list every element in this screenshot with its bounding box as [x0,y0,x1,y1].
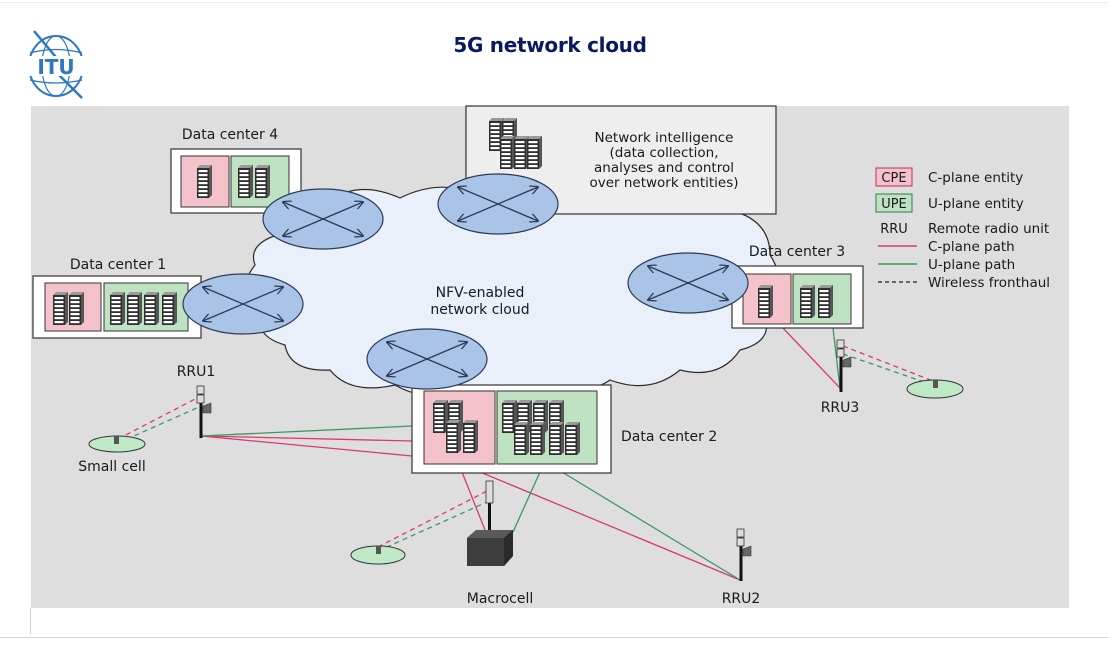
small-cell-3 [906,379,964,399]
data-center-3: Data center 3 [731,244,864,329]
data-center-4: Data center 4 [170,127,302,214]
data-center-2: Data center 2 [411,384,717,474]
fronthaul-u-rru3 [842,353,934,386]
u-path-dc2-rru1 [200,425,413,437]
legend-cpe-swatch [875,167,913,187]
top-divider [0,2,1108,3]
itu-logo: ITU [28,30,84,99]
c-path-dc3-rru3 [782,327,841,389]
legend-fronthaul-label: Wireless fronthaul [928,275,1050,291]
c-path-dc2-macrocell [461,471,486,531]
fronthaul-c-rru1 [117,396,200,440]
legend: CPE C-plane entity UPE U-plane entity RR… [875,167,1050,291]
switch-dc4 [263,189,383,249]
fronthaul-c-rru3 [842,345,934,382]
legend-rru-key: RRU [880,222,908,237]
network-intelligence-box: Network intelligence (data collection, a… [465,105,777,215]
legend-upe-label: U-plane entity [928,196,1024,212]
data-center-1-label: Data center 1 [70,257,166,273]
switch-dc3 [628,253,748,313]
rru3-label: RRU3 [821,400,860,416]
small-cell-label: Small cell [78,459,145,475]
c-path-rru1-dc2 [200,435,413,457]
legend-c-plane-label: C-plane path [928,239,1015,255]
switch-dc2 [367,329,487,389]
data-center-2-label: Data center 2 [621,429,717,445]
wireless-fronthaul-links [117,345,934,552]
rru1-label: RRU1 [177,364,216,380]
fronthaul-c-macro [377,490,488,548]
ni-line1: Network intelligence [595,130,734,146]
logo-text: ITU [37,55,74,79]
data-center-3-label: Data center 3 [749,244,845,260]
ni-line3: analyses and control [594,160,734,176]
c-path-dc2-rru1 [200,435,413,442]
u-path-dc2-rru2 [561,471,741,581]
rru2-label: RRU2 [722,591,761,607]
legend-cpe-key: CPE [881,171,906,186]
legend-upe-swatch [875,193,913,213]
cloud-label-line2: network cloud [430,302,529,318]
ni-line2: (data collection, [609,145,718,161]
u-plane-paths [200,327,841,581]
fronthaul-u-macro [377,501,488,552]
switch-dc1 [183,274,303,334]
macrocell [467,480,513,566]
fronthaul-u-rru1 [117,406,200,444]
cloud-label-line1: NFV-enabled [436,285,525,301]
ni-line4: over network entities) [589,175,738,191]
u-path-dc2-macrocell [512,471,541,533]
data-center-4-label: Data center 4 [182,127,278,143]
c-path-dc2-rru2 [479,471,741,581]
legend-cpe-label: C-plane entity [928,170,1023,186]
legend-u-plane-label: U-plane path [928,257,1015,273]
switch-network-intelligence [438,174,558,234]
macrocell-label: Macrocell [467,591,533,607]
small-cell-1 [88,435,146,453]
c-plane-paths [200,327,841,581]
left-border [30,608,31,634]
legend-rru-label: Remote radio unit [928,221,1049,237]
data-center-1: Data center 1 [32,257,202,339]
u-path-dc3-rru3 [832,327,841,389]
page-title: 5G network cloud [453,33,647,57]
legend-upe-key: UPE [881,197,907,212]
bottom-divider [0,637,1108,638]
small-cell-2 [350,545,406,565]
